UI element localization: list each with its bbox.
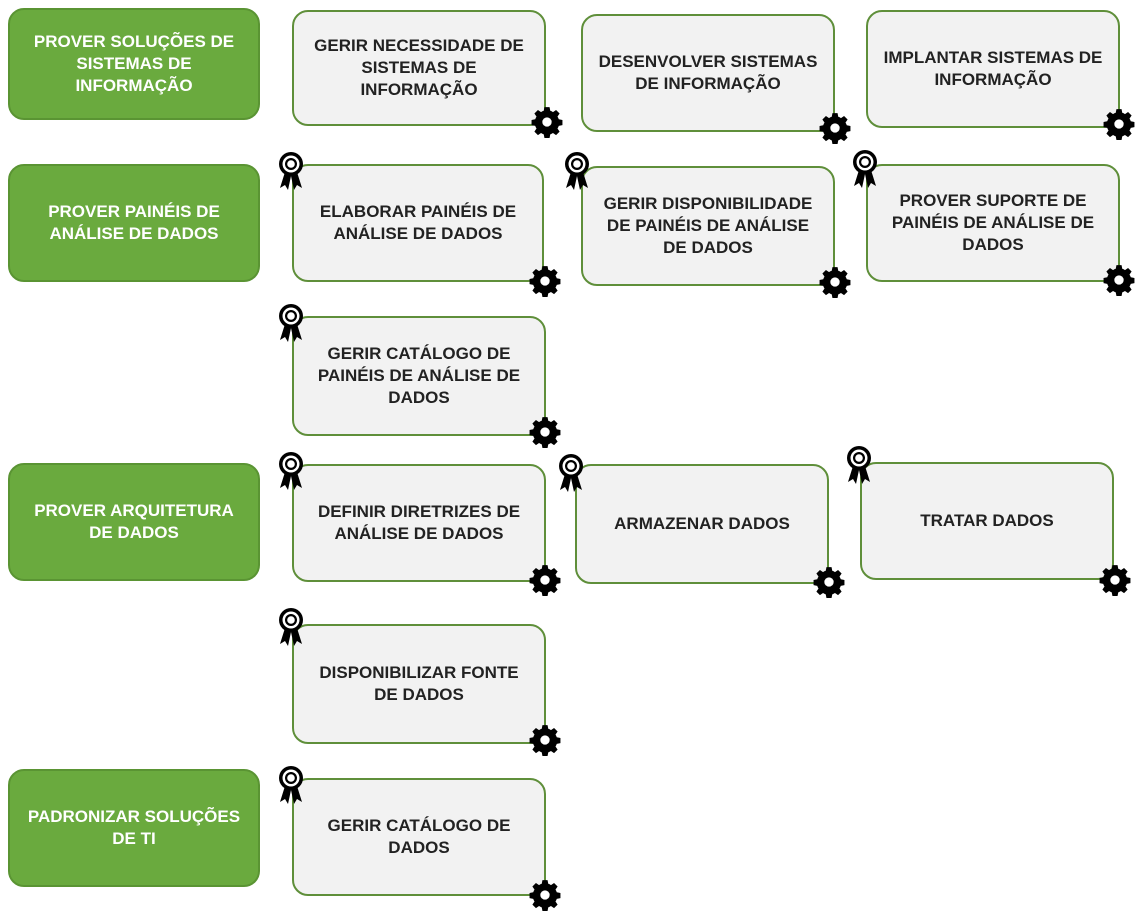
process-definir-diretrizes[interactable]: DEFINIR DIRETRIZES DE ANÁLISE DE DADOS <box>292 464 546 582</box>
award-ribbon-icon <box>276 150 306 192</box>
award-ribbon-icon <box>562 150 592 192</box>
group-padronizar-solucoes-ti[interactable]: PADRONIZAR SOLUÇÕES DE TI <box>8 769 260 887</box>
group-prover-paineis-analise[interactable]: PROVER PAINÉIS DE ANÁLISE DE DADOS <box>8 164 260 282</box>
process-gerir-catalogo-paineis[interactable]: GERIR CATÁLOGO DE PAINÉIS DE ANÁLISE DE … <box>292 316 546 436</box>
group-prover-solucoes-sistemas[interactable]: PROVER SOLUÇÕES DE SISTEMAS DE INFORMAÇÃ… <box>8 8 260 120</box>
award-ribbon-icon <box>276 302 306 344</box>
process-gerir-disponibilidade-paineis[interactable]: GERIR DISPONIBILIDADE DE PAINÉIS DE ANÁL… <box>581 166 835 286</box>
process-gerir-catalogo-dados[interactable]: GERIR CATÁLOGO DE DADOS <box>292 778 546 896</box>
award-ribbon-icon <box>276 606 306 648</box>
group-prover-arquitetura-dados[interactable]: PROVER ARQUITETURA DE DADOS <box>8 463 260 581</box>
award-ribbon-icon <box>556 452 586 494</box>
process-disponibilizar-fonte-dados[interactable]: DISPONIBILIZAR FONTE DE DADOS <box>292 624 546 744</box>
gear-icon <box>1098 563 1132 597</box>
process-implantar-sistemas[interactable]: IMPLANTAR SISTEMAS DE INFORMAÇÃO <box>866 10 1120 128</box>
gear-icon <box>528 264 562 298</box>
gear-icon <box>530 105 564 139</box>
gear-icon <box>1102 263 1136 297</box>
process-tratar-dados[interactable]: TRATAR DADOS <box>860 462 1114 580</box>
process-gerir-necessidade-sistemas[interactable]: GERIR NECESSIDADE DE SISTEMAS DE INFORMA… <box>292 10 546 126</box>
process-armazenar-dados[interactable]: ARMAZENAR DADOS <box>575 464 829 584</box>
gear-icon <box>528 415 562 449</box>
gear-icon <box>1102 107 1136 141</box>
process-desenvolver-sistemas[interactable]: DESENVOLVER SISTEMAS DE INFORMAÇÃO <box>581 14 835 132</box>
gear-icon <box>528 723 562 757</box>
process-prover-suporte-paineis[interactable]: PROVER SUPORTE DE PAINÉIS DE ANÁLISE DE … <box>866 164 1120 282</box>
gear-icon <box>528 563 562 597</box>
gear-icon <box>812 565 846 599</box>
award-ribbon-icon <box>276 450 306 492</box>
gear-icon <box>528 878 562 912</box>
award-ribbon-icon <box>276 764 306 806</box>
award-ribbon-icon <box>844 444 874 486</box>
gear-icon <box>818 111 852 145</box>
process-elaborar-paineis[interactable]: ELABORAR PAINÉIS DE ANÁLISE DE DADOS <box>292 164 544 282</box>
gear-icon <box>818 265 852 299</box>
award-ribbon-icon <box>850 148 880 190</box>
